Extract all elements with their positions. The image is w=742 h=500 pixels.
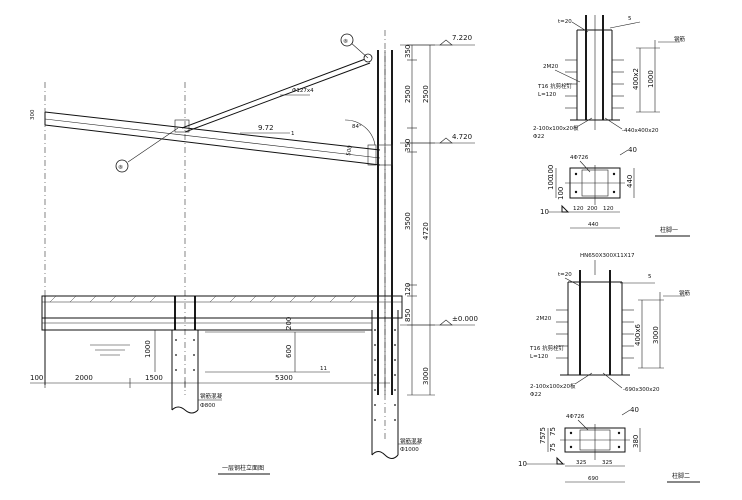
d2-tag-5: 5: [648, 274, 652, 280]
dim-1500: 1500: [145, 374, 163, 382]
d2-dim-r1: 380: [632, 435, 640, 448]
d1-width: 440: [588, 222, 599, 228]
pile-note-1: 钢筋混凝: [200, 392, 223, 400]
detail-callout-left: [115, 159, 129, 173]
d2-dim-l3: 75: [549, 427, 557, 436]
rdim-850: 850: [404, 309, 412, 322]
d2-dim-v2: 3000: [652, 326, 660, 344]
d2-dim-b1: 325: [576, 460, 587, 466]
main-pile-bolts: [374, 329, 396, 421]
rdim-2500b: 2500: [422, 85, 430, 103]
d2-plate-1: 2-100x100x20板: [530, 382, 576, 390]
column-base-detail-1: t=20 5 2M20 T16 抗剪栓钉 L=120 2-100x100x20板…: [533, 15, 690, 237]
d1-anchor: 4Φ726: [570, 155, 589, 161]
pier-dim-600: 600: [285, 345, 293, 358]
tie-rod-label: Φ127x4: [292, 88, 314, 94]
roof-beam-top: [44, 111, 381, 151]
d2-bolts: 2M20: [536, 316, 552, 322]
d2-dim-l4: 75: [549, 443, 557, 452]
rdim-350b: 350: [404, 139, 412, 152]
d2-anchor: 4Φ726: [566, 414, 585, 420]
pier-dim-1000: 1000: [144, 340, 152, 358]
beam-depth: 500: [346, 144, 354, 156]
slope-ratio: 1: [291, 131, 295, 137]
svg-text:⑧: ⑧: [343, 39, 348, 45]
roof-beam-bottom: [44, 124, 381, 166]
d1-dim-b3: 120: [603, 206, 614, 212]
d1-title: 柱脚一: [660, 226, 678, 234]
rdim-350a: 350: [404, 45, 412, 58]
d1-tag-5: 5: [628, 16, 632, 22]
d2-stud-1: T16 抗剪栓钉: [529, 344, 565, 352]
d1-dim-l1: 100: [547, 165, 555, 178]
studs-detail-2: [556, 309, 634, 359]
d2-title: 柱脚二: [672, 472, 690, 480]
rdim-4720: 4720: [422, 222, 430, 240]
studs-detail-1: [565, 59, 624, 109]
d2-dim-l2: 75: [539, 435, 547, 444]
dim-100: 100: [30, 374, 43, 382]
d1-tag-10: 10: [540, 208, 549, 216]
d2-tag-10: 10: [518, 460, 527, 468]
d2-t-label: t=20: [558, 272, 572, 278]
detail-callout-top: [340, 33, 354, 47]
d1-base-plate: -440x400x20: [622, 128, 659, 134]
d1-dim-b2: 200: [587, 206, 598, 212]
column-base-detail-2: HN650X300X11X17 t=20 5 2M20 T16 抗剪栓钉 L=1…: [518, 253, 700, 483]
level-0000: ±0.000: [452, 315, 478, 323]
d1-t-label: t=20: [558, 19, 572, 25]
secondary-pile-bolts: [175, 339, 195, 371]
d1-dim-l2: 100: [547, 177, 555, 190]
column-elevation: 300 Φ127x4 9.72 1 84° 500 ⑧ ⑧: [30, 30, 478, 475]
d1-dim-v1: 400x2: [632, 68, 640, 90]
d1-plate-2: Φ22: [533, 134, 544, 140]
d1-dim-b1: 120: [573, 206, 584, 212]
d2-stud-2: L=120: [530, 354, 549, 360]
level-7220: 7.220: [452, 34, 472, 42]
elevation-title: 一层钢柱立面图: [222, 464, 264, 472]
d1-grade: 钢筋: [674, 35, 686, 43]
d1-bolts: 2M20: [543, 64, 559, 70]
d2-grade: 钢筋: [679, 289, 691, 297]
d1-dim-r1: 440: [626, 175, 634, 188]
rdim-120: 120: [404, 283, 412, 296]
d1-stud-2: L=120: [538, 92, 557, 98]
tie-rod: [181, 57, 369, 129]
d2-dim-l1: 75: [539, 427, 547, 436]
level-4720: 4.720: [452, 133, 472, 141]
angle-label: 84°: [352, 124, 362, 130]
slab-hatch: [49, 295, 357, 303]
d2-dim-b2: 325: [602, 460, 613, 466]
d1-stud-1: T16 抗剪栓钉: [537, 82, 573, 90]
rdim-2500a: 2500: [404, 85, 412, 103]
left-depth: 300: [30, 109, 36, 120]
rdim-3000: 3000: [422, 367, 430, 385]
rdim-3500: 3500: [404, 212, 412, 230]
pile-size-1: Ф800: [200, 403, 216, 409]
d1-tag-40: 40: [628, 146, 637, 154]
pile-size-2: Ф1000: [400, 447, 419, 453]
d2-plate-2: Φ22: [530, 392, 541, 398]
svg-text:⑧: ⑧: [118, 165, 123, 171]
d1-plate-1: 2-100x100x20板: [533, 124, 579, 132]
d1-dim-v2: 1000: [647, 70, 655, 88]
section-mark: 11: [320, 366, 327, 372]
roof-slope: 9.72: [258, 124, 274, 132]
floor-slab: [41, 295, 403, 319]
d2-dim-v1: 400x6: [634, 323, 642, 346]
d1-dim-l3: 100: [557, 187, 565, 200]
dim-5300: 5300: [275, 374, 293, 382]
d2-width: 690: [588, 476, 599, 482]
d2-tag-40: 40: [630, 406, 639, 414]
dim-2000: 2000: [75, 374, 93, 382]
d2-beam: HN650X300X11X17: [580, 253, 635, 259]
pile-note-2: 钢筋混凝: [400, 437, 423, 445]
pier-dim-200: 200: [285, 317, 293, 330]
d2-base-plate: -690x300x20: [623, 387, 660, 393]
